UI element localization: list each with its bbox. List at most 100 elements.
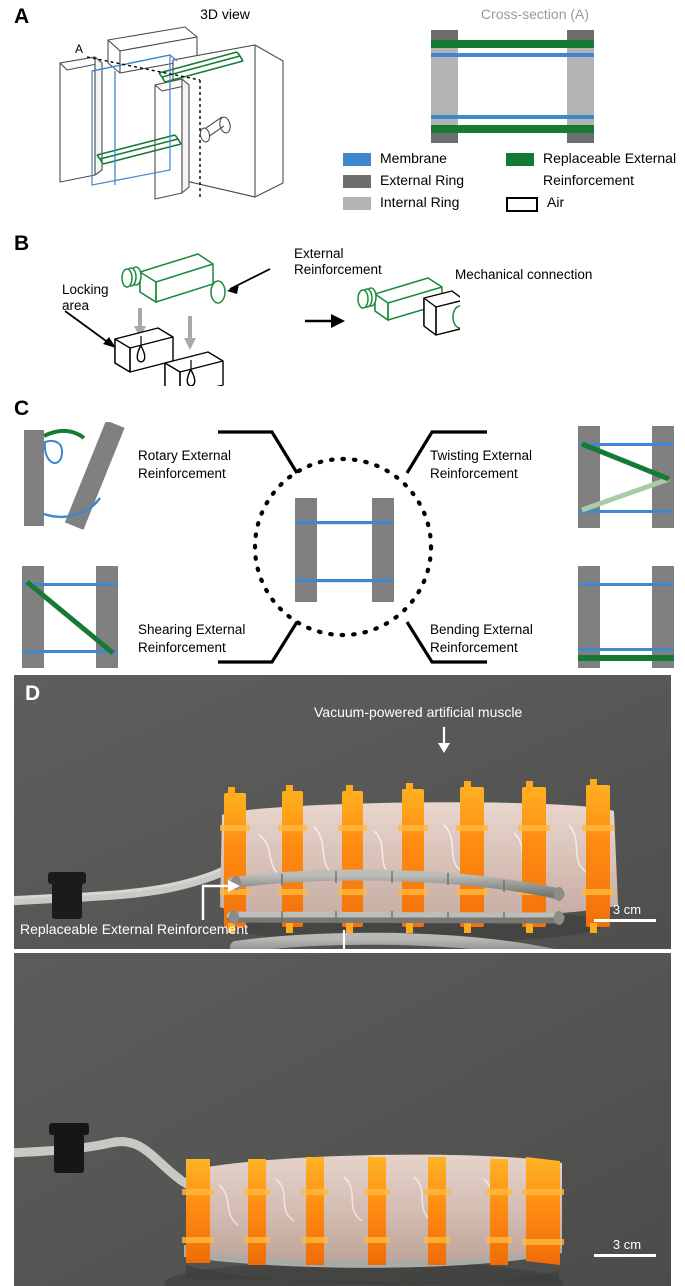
annotation-vacuum-powered-artificial-muscle: Vacuum-powered artificial muscle [314, 704, 523, 720]
external-ring-bottom-left [431, 130, 458, 143]
panel-c-label-twisting-line2: Reinforcement [430, 466, 518, 481]
panel-b-letter: B [14, 232, 30, 255]
rotary-membrane-arc [43, 497, 101, 519]
scale-bar-bottom-label: 3 cm [612, 1237, 642, 1252]
legend-label-external-ring: External Ring [380, 172, 465, 188]
panel-c-label-rotary-line1: Rotary External [138, 448, 232, 463]
dotted-circle [252, 456, 434, 638]
bending-ring-right [652, 566, 674, 668]
membrane-top [431, 53, 594, 57]
reinforcement-top [431, 40, 594, 48]
center-ring-right [372, 498, 394, 602]
air-gap-top [458, 48, 567, 53]
rotary-ring-left [24, 430, 44, 526]
diagram-3d-view: A [59, 26, 284, 200]
panel-c-letter: C [14, 397, 30, 420]
panel-b-label-locking-area-line1: Locking [62, 282, 109, 297]
panel-b-label-locking-area-line2: area [62, 298, 90, 313]
panel-a-title-3d-view: 3D view [200, 6, 250, 22]
legend-item-internal-ring: Internal Ring [343, 194, 459, 211]
panel-a-letter: A [14, 5, 30, 28]
membrane-bottom [431, 115, 594, 119]
strip-curved [226, 869, 565, 901]
panel-a-legend: Membrane External Ring Internal Ring Rep… [343, 150, 685, 220]
panel-c-label-rotary-line2: Reinforcement [138, 466, 226, 481]
external-ring-top-left [431, 30, 458, 43]
legend-item-external-ring: External Ring [343, 172, 464, 189]
legend-label-reinforcement-line2: Reinforcement [543, 172, 635, 188]
panel-a-title-cross-section: Cross-section (A) [480, 6, 590, 22]
air-chamber [458, 57, 567, 115]
legend-swatch-membrane [343, 153, 371, 166]
panel-c-label-bending-line1: Bending External [430, 622, 533, 637]
diagram-shearing-external-reinforcement [22, 566, 118, 668]
strip-straight [226, 910, 565, 925]
legend-label-membrane: Membrane [380, 150, 447, 166]
panel-c-label-shearing-line1: Shearing External [138, 622, 246, 637]
legend-swatch-external-ring [343, 175, 371, 188]
bending-ring-left [578, 566, 600, 668]
external-ring-top-right [567, 30, 594, 43]
panel-a: A 3D view Cross-section (A) [0, 0, 685, 228]
diagram-b-assembly [64, 253, 460, 386]
air-gap-bottom [458, 120, 567, 125]
diagram-rotary-external-reinforcement [24, 422, 125, 530]
panel-c-label-bending-line2: Reinforcement [430, 640, 518, 655]
scale-bar-top-line [594, 919, 656, 923]
panel-d-bottom-photograph: 3 cm [14, 953, 671, 1286]
bottom-photo-content [14, 953, 671, 1286]
legend-item-air: Air [506, 194, 564, 212]
panel-c-label-shearing-line2: Reinforcement [138, 640, 226, 655]
legend-item-replaceable-external-reinforcement: Replaceable External [506, 150, 676, 167]
panel-b: B [0, 228, 685, 390]
legend-swatch-reinforcement [506, 153, 534, 166]
twisting-reinforcement-light [581, 476, 670, 513]
bending-membrane-bottom [578, 648, 674, 651]
legend-swatch-internal-ring [343, 197, 371, 210]
annotation-replaceable-external-reinforcement: Replaceable External Reinforcement [20, 921, 249, 937]
legend-item-membrane: Membrane [343, 150, 447, 167]
external-ring-bottom-right [567, 130, 594, 143]
panel-d-top-photograph: Vacuum-powered artificial muscle Replace… [14, 675, 671, 949]
twisting-reinforcement-dark [581, 441, 670, 482]
annotation-reinforcement-arrow-icon [201, 880, 240, 920]
twisting-membrane-top [578, 443, 674, 446]
panel-b-label-external-reinforcement-line1: External [294, 246, 344, 261]
rotary-membrane-loop [43, 439, 64, 465]
center-membrane-bottom [295, 579, 394, 583]
annotation-muscle-arrow-icon [438, 727, 450, 753]
panel-d-letter: D [25, 682, 41, 705]
legend-swatch-air [506, 197, 538, 212]
diagram-twisting-external-reinforcement [578, 426, 674, 528]
scale-bar-top: 3 cm [594, 902, 660, 923]
scale-bar-bottom: 3 cm [594, 1237, 660, 1258]
legend-label-reinforcement-line1: Replaceable External [543, 150, 677, 166]
shearing-reinforcement-diagonal [25, 580, 115, 655]
orange-ring-group-bottom [182, 1157, 564, 1265]
center-membrane-top [295, 521, 394, 525]
panel-b-label-external-reinforcement-line2: Reinforcement [294, 262, 382, 277]
bending-membrane-top [578, 583, 674, 586]
panel-c-label-twisting-line1: Twisting External [430, 448, 533, 463]
panel-c-connectors [218, 430, 487, 664]
rotary-reinforcement-green [43, 429, 86, 440]
legend-label-air: Air [547, 194, 565, 210]
panel-b-label-mechanical-connection: Mechanical connection [455, 267, 593, 282]
section-mark-a: A [75, 42, 83, 56]
twisting-membrane-bottom [578, 510, 674, 513]
center-ring-left [295, 498, 317, 602]
shearing-membrane-top [22, 583, 118, 586]
top-photo-content [14, 675, 671, 949]
bending-reinforcement-bottom [578, 655, 674, 661]
scale-bar-bottom-line [594, 1254, 656, 1258]
diagram-cross-section [431, 30, 594, 143]
scale-bar-top-label: 3 cm [612, 902, 642, 917]
rotary-ring-right [64, 422, 125, 530]
diagram-bending-external-reinforcement [578, 566, 674, 668]
panel-d: Vacuum-powered artificial muscle Replace… [0, 675, 685, 1286]
shearing-membrane-bottom [22, 650, 118, 653]
reinforcement-bottom [431, 125, 594, 133]
legend-label-internal-ring: Internal Ring [380, 194, 460, 210]
panel-c: C [0, 390, 685, 675]
